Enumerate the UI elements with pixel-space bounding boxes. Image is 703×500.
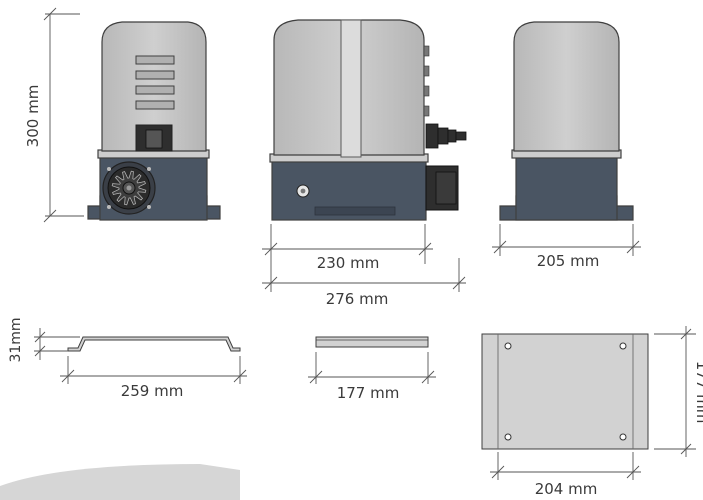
mounting-hole-icon	[619, 433, 627, 441]
depth-dimension: 205 mm	[492, 224, 641, 270]
plate-length-label: 259 mm	[121, 382, 184, 400]
height-label: 300 mm	[24, 85, 42, 148]
depth-label: 205 mm	[537, 252, 600, 270]
plate-side-length-label: 177 mm	[337, 384, 400, 402]
mounting-hole-icon	[619, 342, 627, 350]
plate-top-width-label: 204 mm	[535, 480, 598, 498]
front-view-motor	[87, 21, 221, 221]
plate-side-view	[315, 336, 429, 348]
plate-height-label: 31mm	[8, 317, 24, 362]
decorative-band	[0, 464, 240, 500]
base-plate-profile	[67, 336, 241, 352]
plate-top-view	[481, 333, 649, 450]
back-view-motor	[499, 21, 634, 221]
plate-height-dimension: 31mm	[8, 317, 80, 363]
side-view-motor	[269, 19, 467, 221]
width-body-label: 230 mm	[317, 254, 380, 272]
mounting-hole-icon	[504, 433, 512, 441]
height-dimension: 300 mm	[24, 7, 84, 223]
plate-top-depth-dimension: 177 mm	[654, 326, 703, 457]
mounting-hole-icon	[504, 342, 512, 350]
plate-side-length-dimension: 177 mm	[308, 352, 436, 402]
plate-top-depth-label: 177 mm	[693, 361, 703, 424]
width-total-label: 276 mm	[326, 290, 389, 308]
plate-length-dimension: 259 mm	[60, 356, 247, 400]
plate-top-width-dimension: 204 mm	[490, 452, 641, 498]
width-total-dimension: 276 mm	[262, 258, 466, 308]
width-body-dimension: 230 mm	[262, 224, 433, 272]
